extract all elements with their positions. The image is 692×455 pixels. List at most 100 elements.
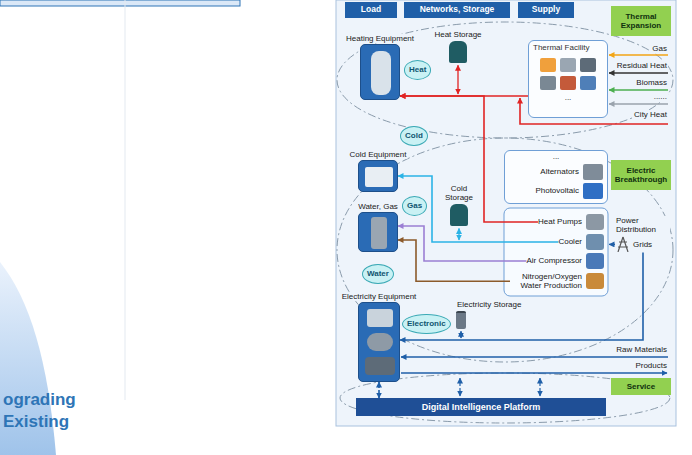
solar-icon xyxy=(583,183,603,199)
equipment-icon xyxy=(371,51,391,95)
service-arrow xyxy=(459,378,460,396)
medium-circle: Cold xyxy=(400,126,428,146)
equipment-box: Cold Equipment xyxy=(358,160,398,192)
medium-circle: Electronic xyxy=(402,314,451,334)
equipment-box: Water, Gas xyxy=(358,212,398,252)
category-tag: Electric Breakthrough xyxy=(611,160,671,190)
storage-arrow xyxy=(460,331,461,338)
equipment-icon xyxy=(367,309,393,327)
node-text: Thermal Expansion xyxy=(614,12,668,30)
node-text: Networks, Storage xyxy=(420,5,495,15)
column-header: Supply xyxy=(518,2,574,18)
supply-arrow xyxy=(609,89,668,91)
device-item: Nitrogen/Oxygen Water Production xyxy=(510,272,604,290)
flow-label: Residual Heat xyxy=(616,61,668,70)
node-text: Gas xyxy=(407,201,422,210)
device-icon xyxy=(586,253,604,269)
flow-connector xyxy=(398,226,526,261)
node-text: ... xyxy=(509,153,603,161)
node-text: Electricity Storage xyxy=(456,300,522,309)
flow-label: ...... xyxy=(653,92,668,101)
equipment-icon xyxy=(365,167,393,187)
facility-icon xyxy=(580,76,596,90)
title-fragment: Existing xyxy=(2,412,70,432)
flow-label: Gas xyxy=(651,44,668,53)
equipment-box: Heating Equipment xyxy=(360,44,400,100)
equipment-icon xyxy=(371,217,387,249)
flow-connector xyxy=(398,240,510,281)
facility-icon xyxy=(560,58,576,72)
node-text: Alternators xyxy=(509,167,579,176)
node-text: Digital Intelligence Platform xyxy=(422,402,541,412)
node-text: Electronic xyxy=(407,319,446,328)
node-text: Heat Pumps xyxy=(538,217,582,226)
tower-shape xyxy=(618,237,628,252)
node-text: Grids xyxy=(633,240,670,249)
flow-label: City Heat xyxy=(633,110,668,119)
product-arrow xyxy=(401,372,667,373)
top-bar xyxy=(0,0,240,6)
node-text: Water xyxy=(367,269,389,278)
flow-label: Biomass xyxy=(635,78,668,87)
equipment-box: Electricity Equipment xyxy=(358,302,400,382)
node-text: Cooler xyxy=(558,237,582,246)
material-arrow xyxy=(401,356,668,357)
device-icon xyxy=(586,214,604,230)
medium-circle: Gas xyxy=(402,196,427,216)
supply-arrow xyxy=(609,72,668,74)
flow-label: Products xyxy=(634,361,668,370)
node-text: Heat Storage xyxy=(433,30,482,39)
node-text: Electric Breakthrough xyxy=(614,166,668,184)
box-heading: Heating Equipment xyxy=(345,34,415,43)
supply-arrow xyxy=(609,103,668,105)
node-text: ... xyxy=(565,94,572,102)
tank-icon xyxy=(450,204,468,226)
battery-icon xyxy=(456,311,466,329)
device-item: Cooler xyxy=(558,234,604,250)
generator-box: ...AlternatorsPhotovoltaic xyxy=(504,150,608,204)
device-item: Air Compressor xyxy=(526,253,604,269)
node-text: Cold Storage xyxy=(440,184,478,202)
box-heading: Cold Equipment xyxy=(349,150,408,159)
grid-supply: Power DistributionGrids xyxy=(616,216,670,252)
tower-icon xyxy=(616,236,630,252)
service-arrow xyxy=(539,378,540,396)
flow-connector xyxy=(400,252,643,340)
platform-bar: Digital Intelligence Platform xyxy=(356,398,606,416)
equipment-icon xyxy=(367,333,393,351)
facility-icon xyxy=(540,76,556,90)
facility-icon xyxy=(560,76,576,90)
flow-connector xyxy=(378,382,380,398)
diagram-panel xyxy=(336,0,676,426)
facility-icon xyxy=(540,58,556,72)
column-header: Networks, Storage xyxy=(404,2,510,18)
node-text: Supply xyxy=(532,5,560,15)
node-text: Nitrogen/Oxygen Water Production xyxy=(510,272,582,290)
battery-storage: Electricity Storage xyxy=(456,300,522,329)
facility-icon xyxy=(580,58,596,72)
storage-tank: Heat Storage xyxy=(432,30,484,63)
medium-circle: Water xyxy=(362,264,394,284)
category-tag: Service xyxy=(611,378,671,395)
box-heading: Water, Gas xyxy=(357,202,399,211)
node-text: Air Compressor xyxy=(526,256,582,265)
title-fragment: ograding xyxy=(2,390,77,410)
category-tag: Thermal Expansion xyxy=(611,6,671,36)
storage-arrow xyxy=(457,65,458,94)
supply-arrow xyxy=(609,54,668,56)
facility-box: Thermal Facility... xyxy=(528,40,608,118)
box-heading: Thermal Facility xyxy=(533,43,589,52)
divider-line xyxy=(125,0,126,400)
storage-arrow xyxy=(609,244,615,245)
node-text: Power Distribution xyxy=(616,216,670,234)
device-icon xyxy=(586,234,604,250)
box-heading: Electricity Equipment xyxy=(341,292,418,301)
device-item: Heat Pumps xyxy=(538,214,604,230)
node-text: Cold xyxy=(405,131,423,140)
flow-label: Raw Materials xyxy=(615,345,668,354)
alternator-icon xyxy=(583,164,603,180)
storage-tank: Cold Storage xyxy=(440,184,478,226)
tank-icon xyxy=(449,41,467,63)
storage-arrow xyxy=(458,228,459,240)
facility-icons xyxy=(540,58,596,90)
